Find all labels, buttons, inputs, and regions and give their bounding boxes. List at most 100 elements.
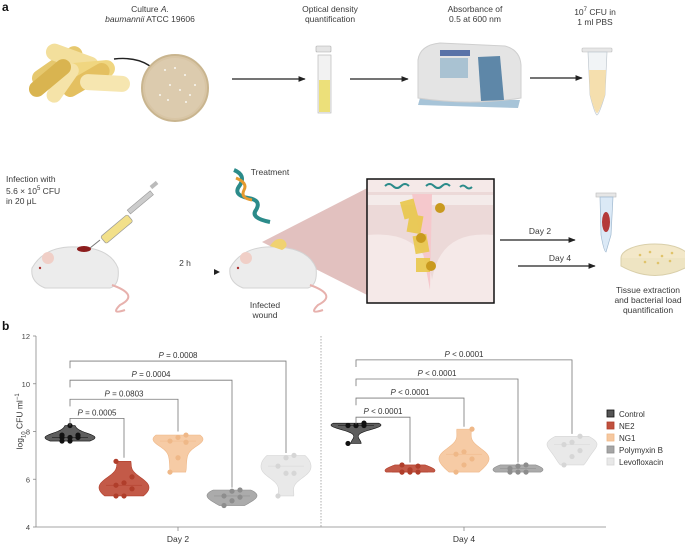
final-line2: and bacterial load [614, 295, 682, 305]
cuvette-icon [315, 45, 332, 114]
data-point [129, 474, 135, 480]
legend-label-ng1: NG1 [619, 434, 636, 443]
od-line1: Optical density [302, 4, 358, 14]
genus-text: A. [160, 4, 169, 14]
tissue-tube-icon [595, 192, 617, 253]
x-tick-label: Day 4 [453, 534, 475, 544]
p-value-label: P < 0.0001 [445, 350, 484, 359]
final-line1: Tissue extraction [616, 285, 680, 295]
p-value-label: P = 0.0004 [132, 370, 171, 379]
data-point [469, 456, 475, 462]
syringe-icon [89, 180, 159, 249]
mouse-infected-icon [31, 246, 130, 313]
legend-label-levofloxacin: Levofloxacin [619, 458, 663, 467]
panel-a-letter: a [2, 0, 9, 14]
data-point [275, 463, 281, 469]
data-point [415, 469, 421, 475]
data-point [175, 455, 181, 461]
od-line2: quantification [304, 14, 356, 24]
legend-label-ne2: NE2 [619, 422, 635, 431]
data-point [67, 434, 73, 441]
data-point [345, 440, 351, 447]
data-point [113, 482, 119, 488]
p-value-label: P < 0.0001 [391, 388, 430, 397]
p-value-label: P < 0.0001 [418, 369, 457, 378]
significance-bracket [69, 360, 287, 453]
infection-label: Infection with 5.6 × 105 CFU in 20 μL [6, 174, 86, 206]
data-point [577, 433, 583, 439]
data-point [507, 465, 513, 472]
infection-line1: Infection with [6, 174, 56, 184]
data-point [507, 469, 513, 475]
data-point [461, 462, 467, 468]
data-point [291, 470, 297, 476]
data-point [407, 467, 413, 473]
data-point [167, 469, 173, 475]
mouse-treated-icon [229, 238, 328, 313]
legend-swatch-levofloxacin [606, 457, 615, 466]
wound-line2: wound [252, 310, 278, 320]
day2-arrow-label: Day 2 [528, 226, 552, 236]
legend-label-control: Control [619, 410, 645, 419]
p-value-label: P = 0.0005 [78, 408, 117, 417]
culture-text: Culture [131, 4, 161, 14]
pbs-text: 1 ml PBS [577, 16, 613, 27]
data-point [453, 469, 459, 475]
data-point [175, 434, 181, 441]
petri-dish-icon [141, 54, 209, 122]
data-point [415, 463, 421, 469]
step-culture-label: Culture A. baumannii ATCC 19606 [90, 4, 210, 24]
data-point [75, 432, 81, 438]
y-tick-label: 12 [22, 332, 30, 341]
data-point [461, 449, 467, 455]
significance-bracket [355, 416, 411, 463]
species-text: baumannii [105, 14, 145, 24]
significance-bracket [355, 378, 519, 463]
data-point [469, 426, 475, 432]
zoom-cone [262, 180, 383, 303]
data-point [345, 422, 351, 429]
violin-levofloxacin-day4 [546, 435, 598, 466]
legend-label-polymyxin-b: Polymyxin B [619, 446, 663, 455]
data-point [229, 498, 235, 504]
significance-bracket [355, 397, 465, 427]
data-point [353, 422, 359, 429]
p-value-label: P < 0.0001 [364, 407, 403, 416]
cfu-exp: 7 [583, 7, 587, 13]
infection-cfu: CFU [40, 185, 61, 196]
treatment-label: Treatment [250, 167, 290, 177]
data-point [515, 469, 521, 475]
day4-arrow-label: Day 4 [548, 253, 572, 263]
legend-swatch-polymyxin-b [606, 445, 615, 454]
violin-ng1-day2 [152, 434, 204, 473]
data-point [561, 462, 567, 468]
infection-exp: 5 [36, 186, 41, 192]
cfu-text: CFU in [587, 6, 616, 17]
data-point [577, 448, 583, 454]
violin-control-day2 [44, 425, 96, 442]
data-point [523, 469, 529, 475]
significance-bracket [69, 417, 125, 458]
data-point [59, 432, 65, 438]
tube-icon [581, 47, 613, 116]
data-point [113, 458, 119, 464]
x-tick-label: Day 2 [167, 534, 189, 544]
violin-polymyxin-b-day2 [206, 489, 258, 506]
bacteria-icon [28, 43, 130, 103]
data-point [569, 439, 575, 445]
step-absorbance-label: Absorbance of 0.5 at 600 nm [425, 4, 525, 24]
abs-line2: 0.5 at 600 nm [449, 14, 501, 24]
step-cfu-label: 107 CFU in 1 ml PBS [560, 5, 630, 27]
data-point [121, 480, 127, 486]
data-point [569, 453, 575, 460]
data-point [221, 502, 227, 509]
step-od-label: Optical density quantification [280, 4, 380, 24]
y-tick-label: 8 [26, 428, 30, 437]
data-point [283, 470, 289, 476]
abs-line1: Absorbance of [447, 4, 503, 14]
data-point [221, 493, 227, 499]
data-point [275, 493, 281, 499]
wound-line1: Infected [249, 300, 281, 310]
wound-inset [366, 178, 495, 304]
